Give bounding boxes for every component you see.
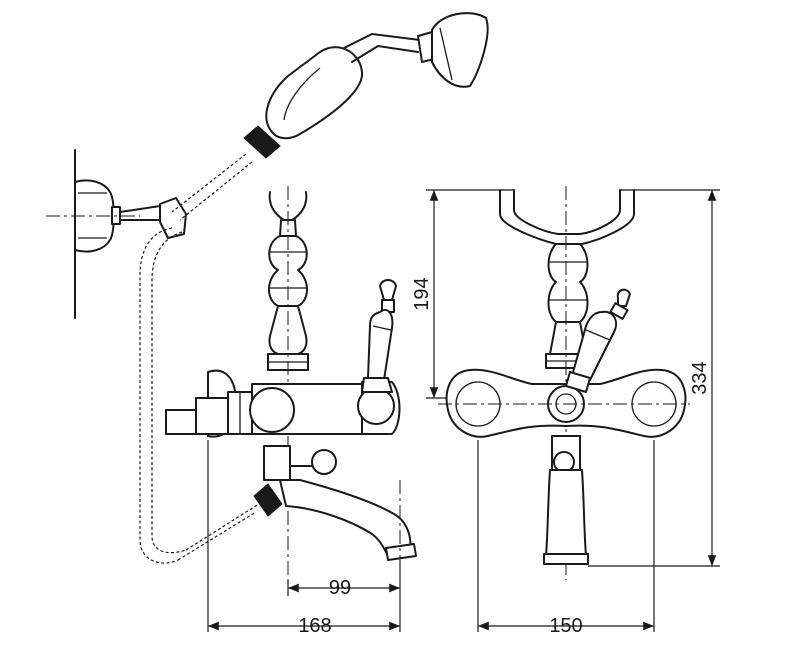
wall-bracket [46, 149, 187, 319]
front-handle [565, 288, 631, 393]
front-view: 194 334 150 [411, 186, 720, 637]
side-handle [361, 279, 397, 393]
front-cradle [499, 189, 635, 245]
front-spout [543, 435, 589, 565]
side-dimensions [207, 440, 401, 632]
shower-hose [139, 227, 283, 564]
side-spout [263, 445, 417, 596]
side-body [165, 369, 401, 438]
dim-total-depth: 168 [298, 615, 331, 637]
front-body [438, 368, 690, 438]
dim-handle-height: 194 [411, 277, 433, 310]
front-dimensions [426, 189, 720, 632]
side-view: 99 168 [46, 12, 489, 637]
dim-centers: 150 [549, 615, 582, 637]
hand-shower [171, 12, 489, 221]
side-upright [267, 186, 309, 596]
dim-overall-height: 334 [689, 361, 711, 394]
dim-spout-reach: 99 [329, 577, 351, 599]
